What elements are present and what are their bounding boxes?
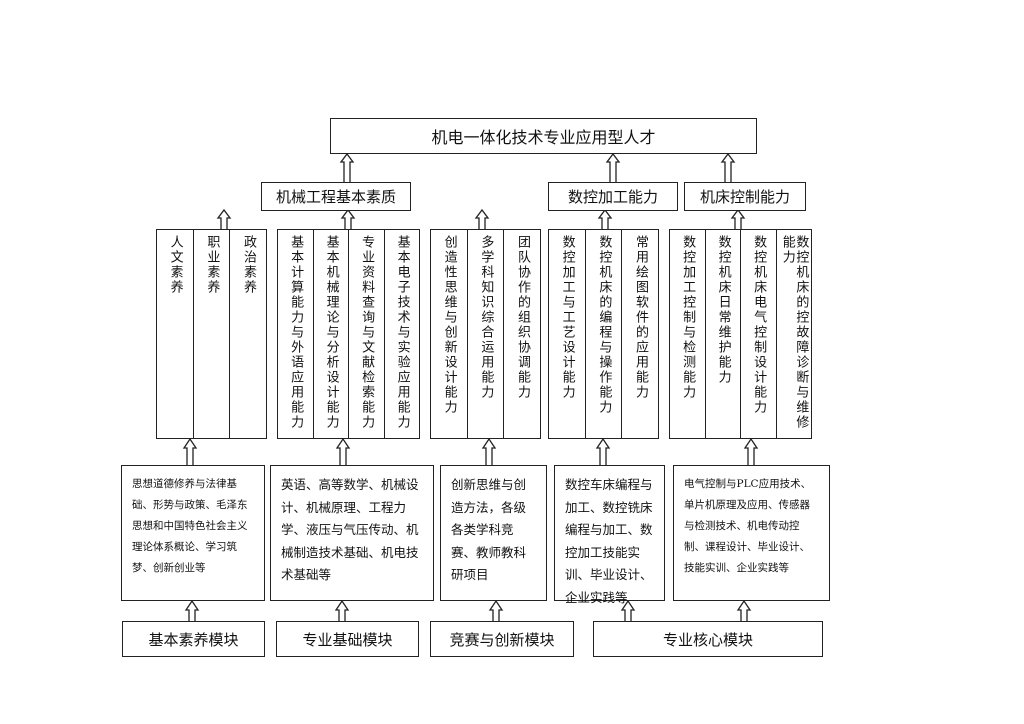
arrow-c4-to-g4: [595, 437, 611, 465]
ability-text: 基本机械理论与分析设计能力: [323, 235, 339, 430]
ability-text: 多学科知识综合运用能力: [478, 235, 494, 400]
arrow-cat2-to-top: [605, 152, 621, 182]
arrow-m1-to-c1: [184, 599, 200, 621]
course-box-cnc-core: 数控车床编程与加工、数控铣床编程与加工、数控加工技能实训、毕业设计、企业实践等: [554, 465, 665, 605]
module-box-professional-basics: 专业基础模块: [276, 621, 419, 657]
ability-text: 人文素养: [167, 235, 183, 295]
ability-text: 创造性思维与创新设计能力: [441, 235, 457, 415]
arrow-cat3-to-top: [720, 152, 736, 182]
ability-text: 专业资料查询与文献检索能力: [359, 235, 375, 430]
module-box-competition-innovation: 竞赛与创新模块: [430, 621, 574, 657]
category-label: 数控加工能力: [567, 188, 658, 206]
ability-cell: 团队协作的组织协调能力: [503, 230, 540, 438]
arrow-cat1-to-top: [339, 152, 355, 182]
module-label: 基本素养模块: [148, 630, 239, 649]
ability-cell: 数控加工与工艺设计能力: [549, 230, 585, 438]
course-box-competition-innovation: 创新思维与创造方法，各级各类学科竞赛、教师教科研项目: [440, 465, 547, 601]
ability-cell: 数控机床电气控制设计能力: [740, 230, 776, 438]
ability-cell: 数控机床的编程与操作能力: [584, 230, 622, 438]
arrow-c2-to-g2: [335, 437, 351, 465]
ability-cell: 专业资料查询与文献检索能力: [348, 230, 384, 438]
ability-cell: 职业素养: [192, 230, 230, 438]
top-goal-label: 机电一体化技术专业应用型人才: [431, 128, 656, 147]
ability-cell: 创造性思维与创新设计能力: [431, 230, 467, 438]
arrow-g4-to-cat2: [597, 208, 613, 229]
module-box-basic-literacy: 基本素养模块: [122, 621, 265, 657]
arrow-m3-to-c3: [488, 599, 504, 621]
ability-cell: 多学科知识综合运用能力: [466, 230, 504, 438]
ability-cell: 基本机械理论与分析设计能力: [312, 230, 349, 438]
arrow-c3-to-g3: [481, 437, 497, 465]
category-label: 机床控制能力: [699, 188, 790, 206]
ability-text: 数控机床电气控制设计能力: [751, 235, 767, 415]
ability-group-1: 人文素养 职业素养 政治素养: [156, 229, 267, 439]
ability-cell: 数控机床日常维护能力: [704, 230, 741, 438]
arrow-g3-to-cat1: [474, 208, 490, 229]
ability-text: 团队协作的组织协调能力: [515, 235, 530, 400]
ability-text: 职业素养: [204, 235, 220, 295]
ability-cell: 政治素养: [229, 230, 266, 438]
ability-text: 数控机床的控故障诊断与维修能力: [779, 235, 809, 430]
module-label: 专业基础模块: [302, 630, 393, 649]
ability-cell: 基本电子技术与实验应用能力: [383, 230, 420, 438]
ability-text: 常用绘图软件的应用能力: [633, 235, 648, 400]
arrow-m2-to-c2: [334, 599, 350, 621]
course-box-professional-basics: 英语、高等数学、机械设计、机械原理、工程力学、液压与气压传动、机械制造技术基础、…: [270, 465, 434, 601]
ability-text: 数控加工控制与检测能力: [680, 235, 696, 400]
module-label: 竞赛与创新模块: [449, 630, 555, 649]
ability-text: 基本电子技术与实验应用能力: [394, 235, 410, 430]
category-box-cnc: 数控加工能力: [548, 182, 678, 211]
ability-cell: 人文素养: [157, 230, 193, 438]
ability-text: 数控机床日常维护能力: [715, 235, 731, 385]
ability-cell: 数控机床的控故障诊断与维修能力: [775, 230, 812, 438]
ability-group-5: 数控加工控制与检测能力 数控机床日常维护能力 数控机床电气控制设计能力 数控机床…: [669, 229, 812, 439]
arrow-c1-to-g1: [182, 437, 198, 465]
course-box-basic-literacy: 思想道德修养与法律基础、形势与政策、毛泽东思想和中国特色社会主义理论体系概论、学…: [121, 465, 265, 601]
arrow-g1-to-cat1: [216, 208, 232, 229]
ability-cell: 基本计算能力与外语应用能力: [278, 230, 313, 438]
ability-cell: 数控加工控制与检测能力: [670, 230, 705, 438]
category-box-machine-control: 机床控制能力: [684, 182, 806, 211]
ability-group-3: 创造性思维与创新设计能力 多学科知识综合运用能力 团队协作的组织协调能力: [430, 229, 541, 439]
arrow-c5-to-g5: [743, 437, 759, 465]
top-goal-box: 机电一体化技术专业应用型人才: [330, 118, 757, 154]
arrow-g5-to-cat3: [730, 208, 746, 229]
arrow-g2-to-cat1: [340, 208, 356, 229]
category-box-mechanical: 机械工程基本素质: [261, 182, 411, 211]
ability-group-4: 数控加工与工艺设计能力 数控机床的编程与操作能力 常用绘图软件的应用能力: [548, 229, 659, 439]
arrow-m4-to-c5: [736, 599, 752, 621]
module-label: 专业核心模块: [662, 630, 753, 649]
module-box-professional-core: 专业核心模块: [593, 621, 823, 657]
ability-text: 数控机床的编程与操作能力: [596, 235, 612, 415]
category-label: 机械工程基本素质: [275, 188, 396, 206]
ability-text: 政治素养: [241, 235, 256, 295]
ability-group-2: 基本计算能力与外语应用能力 基本机械理论与分析设计能力 专业资料查询与文献检索能…: [277, 229, 420, 439]
ability-text: 基本计算能力与外语应用能力: [288, 235, 304, 430]
ability-text: 数控加工与工艺设计能力: [559, 235, 575, 400]
ability-cell: 常用绘图软件的应用能力: [621, 230, 658, 438]
course-box-control-core: 电气控制与PLC应用技术、单片机原理及应用、传感器与检测技术、机电传动控制、课程…: [673, 465, 830, 601]
